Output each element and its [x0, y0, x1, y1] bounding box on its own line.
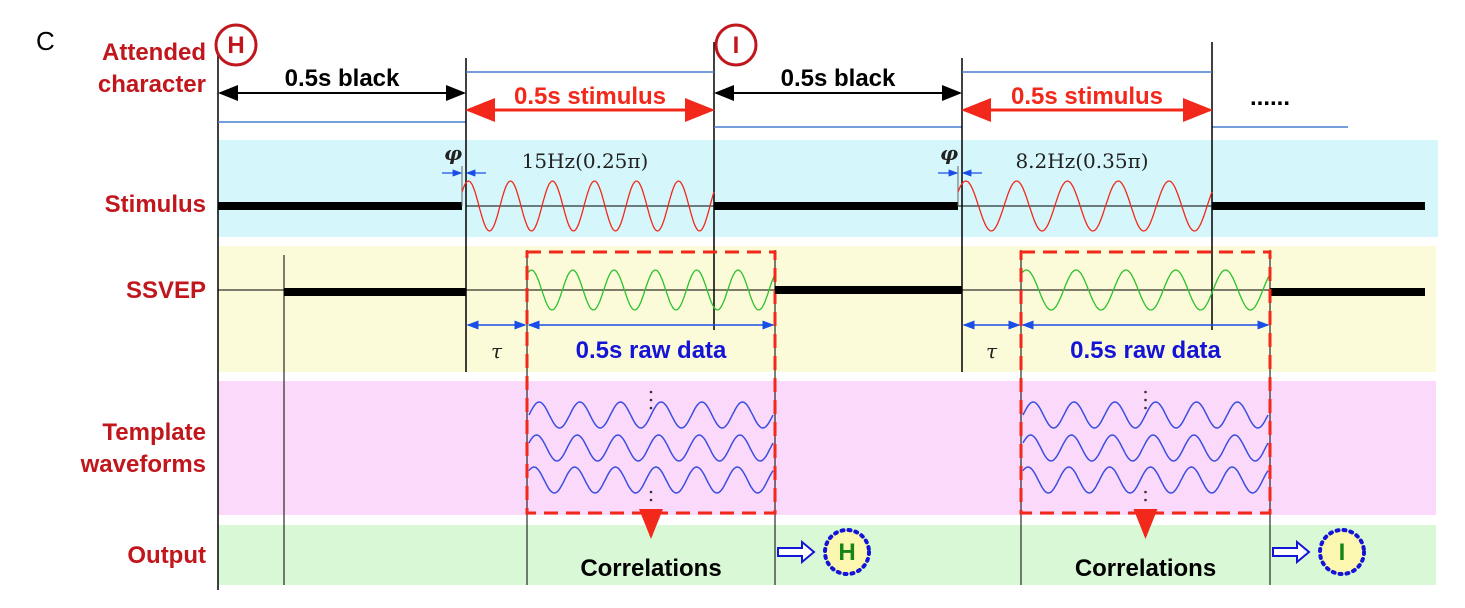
template-band	[218, 381, 1436, 515]
ssvep-sine-wave	[1020, 269, 1271, 311]
black-duration-label: 0.5s black	[285, 65, 400, 92]
attended-character: H	[227, 32, 244, 59]
latency-tau: τ	[491, 339, 503, 363]
ellipsis-dot	[649, 406, 653, 410]
raw-data-label: 0.5s raw data	[576, 337, 727, 364]
stimulus-duration-label: 0.5s stimulus	[1011, 83, 1163, 110]
ssvep-sine-wave	[526, 269, 776, 311]
row-label-output: Output	[127, 542, 206, 569]
result-character: H	[838, 539, 855, 566]
raw-data-label: 0.5s raw data	[1070, 337, 1221, 364]
result-character: I	[1339, 539, 1346, 566]
template-waveform	[528, 401, 774, 429]
phase-symbol: φ	[444, 141, 462, 165]
ellipsis-dot	[1144, 398, 1147, 402]
row-label-attended-1: Attended	[102, 39, 206, 66]
panel-letter: C	[36, 26, 55, 56]
correlations-label: Correlations	[1075, 555, 1216, 582]
ssvep-band	[218, 246, 1436, 372]
stimulus-sine-wave	[957, 180, 1213, 232]
ellipsis-dot	[649, 390, 653, 394]
ellipsis-dot	[1144, 406, 1147, 410]
frequency-label: 15Hz(0.25π)	[522, 149, 649, 173]
template-waveform	[528, 434, 774, 462]
phase-symbol: φ	[940, 141, 958, 165]
template-waveform	[1022, 434, 1269, 462]
template-waveform	[1022, 466, 1269, 494]
raw-data-window	[525, 250, 777, 515]
stimulus-sine-wave	[461, 180, 715, 232]
row-label-template-1: Template	[102, 419, 206, 446]
result-circle	[1318, 528, 1366, 576]
ellipsis-dot	[649, 398, 653, 402]
black-duration-label: 0.5s black	[781, 65, 896, 92]
template-waveform	[1022, 401, 1269, 429]
result-circle	[823, 528, 871, 576]
row-label-template-2: waveforms	[80, 451, 206, 478]
ellipsis-dot	[649, 490, 653, 494]
template-waveform	[528, 466, 774, 494]
ellipsis-dot	[1144, 390, 1147, 394]
raw-data-window	[1019, 250, 1272, 515]
correlations-label: Correlations	[580, 555, 721, 582]
stimulus-duration-label: 0.5s stimulus	[514, 83, 666, 110]
row-label-ssvep: SSVEP	[126, 277, 206, 304]
frequency-label: 8.2Hz(0.35π)	[1015, 149, 1148, 173]
ellipsis: ......	[1250, 84, 1290, 111]
attended-character-circle	[214, 23, 258, 67]
ellipsis-dot	[1144, 490, 1147, 494]
attended-character: I	[733, 32, 740, 59]
row-label-stimulus: Stimulus	[105, 191, 206, 218]
ellipsis-dot	[649, 498, 653, 502]
output-arrow-icon	[1272, 539, 1311, 565]
output-arrow-icon	[777, 539, 816, 565]
attended-character-circle	[714, 23, 758, 67]
row-label-attended-2: character	[98, 71, 206, 98]
latency-tau: τ	[986, 339, 998, 363]
ellipsis-dot	[1144, 498, 1147, 502]
stimulus-band	[218, 140, 1438, 237]
